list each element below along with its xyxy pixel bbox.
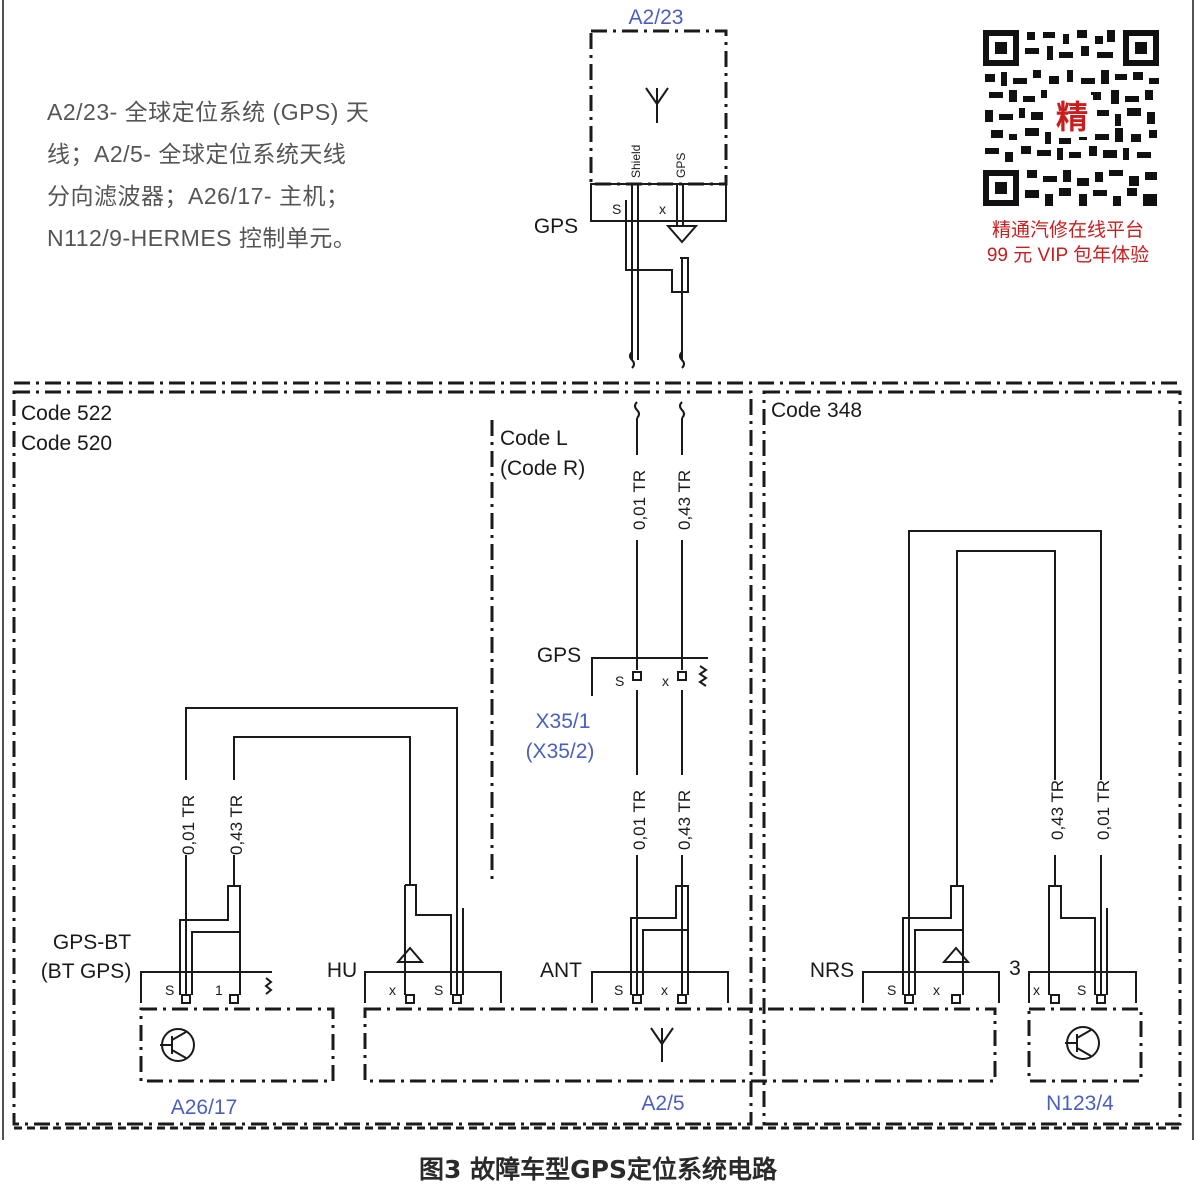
connector-gps-top <box>590 183 727 222</box>
component-label-n123-4: N123/4 <box>1046 1092 1114 1115</box>
ad-line-1: 精通汽修在线平台 <box>992 219 1144 241</box>
code-522-region <box>12 390 753 1126</box>
transistor-icon <box>160 1028 195 1062</box>
pin-s: S <box>615 673 624 689</box>
pin-x: x <box>389 982 396 998</box>
pin-x: x <box>1033 982 1040 998</box>
ad-line-2: 99 元 VIP 包年体验 <box>987 244 1149 266</box>
n123-4-box <box>1027 1007 1143 1083</box>
wire-label: 0,43 TR <box>675 470 694 530</box>
antenna-icon <box>645 87 669 123</box>
antenna-icon <box>650 1027 674 1062</box>
component-label-a2-23: A2/23 <box>629 6 684 29</box>
connector-hu <box>364 971 502 1003</box>
pin-s: S <box>434 982 443 998</box>
a26-17-box <box>139 1007 335 1083</box>
top-wires <box>625 184 699 369</box>
pin-s: S <box>165 982 174 998</box>
pin-label-shield: Shield <box>629 145 643 178</box>
note-line: A2/23- 全球定位系统 (GPS) 天 <box>47 99 369 125</box>
connector-gps-bt <box>140 971 272 1003</box>
code-348-region <box>762 390 1182 1126</box>
wire-label: 0,01 TR <box>1094 780 1113 840</box>
connector-ant <box>591 971 729 1003</box>
pin-s: S <box>1077 982 1086 998</box>
code-label-r: (Code R) <box>500 457 585 480</box>
note-line: 线；A2/5- 全球定位系统天线 <box>47 141 346 167</box>
wire-label: 0,43 TR <box>227 795 246 855</box>
connector-label-pin-3: 3 <box>1009 957 1021 980</box>
component-label-a2-5: A2/5 <box>641 1092 684 1115</box>
transistor-icon <box>1065 1026 1100 1060</box>
right-wires <box>902 530 1108 995</box>
connector-x35 <box>591 657 708 696</box>
connector-label-gps-bt: GPS-BT <box>53 931 131 954</box>
pin-x: x <box>659 201 666 217</box>
connector-pins-x35 <box>632 665 708 687</box>
component-label-x35-2: (X35/2) <box>526 740 595 763</box>
wire-label: 0,01 TR <box>630 790 649 850</box>
wire-label: 0,01 TR <box>630 470 649 530</box>
qr-center-logo: 精 <box>1056 99 1088 135</box>
component-label-x35-1: X35/1 <box>536 710 591 733</box>
note-line: N112/9-HERMES 控制单元。 <box>47 225 356 251</box>
a2-23-box <box>589 29 728 186</box>
connector-label-ant: ANT <box>540 959 582 982</box>
connector-pin-stubs <box>181 994 1106 1004</box>
ground-symbol <box>395 946 425 963</box>
connector-label-bt-gps: (BT GPS) <box>41 960 132 983</box>
connector-nrs <box>862 971 1000 1003</box>
pin-s: S <box>614 982 623 998</box>
code-label-520: Code 520 <box>21 432 112 455</box>
wire-label: 0,43 TR <box>1048 780 1067 840</box>
pin-x: x <box>662 673 669 689</box>
connector-label-gps-mid: GPS <box>537 644 581 667</box>
a2-5-box <box>363 1007 997 1083</box>
pin-1: 1 <box>215 982 223 998</box>
qr-code: 精 <box>983 30 1159 206</box>
wire-label: 0,01 TR <box>179 795 198 855</box>
connector-label-nrs: NRS <box>810 959 854 982</box>
pin-x: x <box>661 982 668 998</box>
component-label-a26-17: A26/17 <box>171 1096 238 1119</box>
legend-note: A2/23- 全球定位系统 (GPS) 天 线；A2/5- 全球定位系统天线 分… <box>47 99 369 251</box>
figure-caption: 图3 故障车型GPS定位系统电路 <box>419 1155 778 1184</box>
connector-label-hu: HU <box>327 959 357 982</box>
ground-symbol <box>941 946 971 963</box>
code-label-522: Code 522 <box>21 402 112 425</box>
center-wires <box>630 401 689 995</box>
code-label-348: Code 348 <box>771 399 862 422</box>
left-wires <box>179 707 464 995</box>
connector-label-gps-top: GPS <box>534 215 578 238</box>
pin-s: S <box>887 982 896 998</box>
code-label-l: Code L <box>500 427 568 450</box>
pin-s: S <box>612 201 621 217</box>
note-line: 分向滤波器；A26/17- 主机； <box>47 183 349 209</box>
pin-x: x <box>933 982 940 998</box>
pin-label-gps: GPS <box>674 153 688 178</box>
wire-label: 0,43 TR <box>675 790 694 850</box>
connector-n123 <box>1028 971 1137 1003</box>
